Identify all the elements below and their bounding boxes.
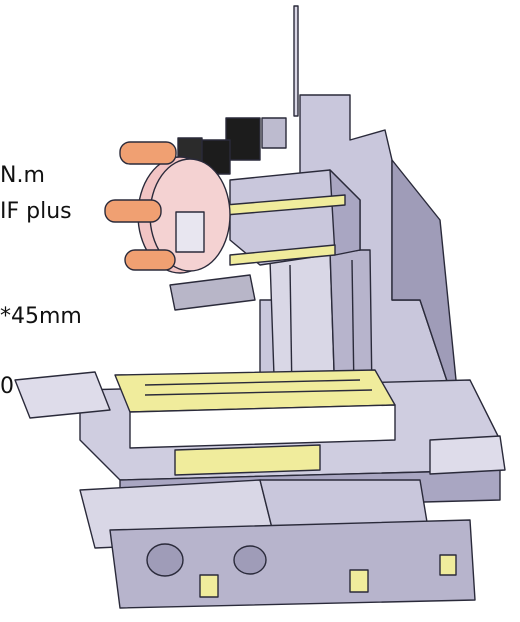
spec-text-fragment: N.m [0, 163, 45, 188]
spec-text-fragment: IF plus [0, 199, 72, 224]
spec-text-fragment: 0 [0, 374, 14, 399]
spec-text-fragment: *45mm [0, 304, 82, 329]
